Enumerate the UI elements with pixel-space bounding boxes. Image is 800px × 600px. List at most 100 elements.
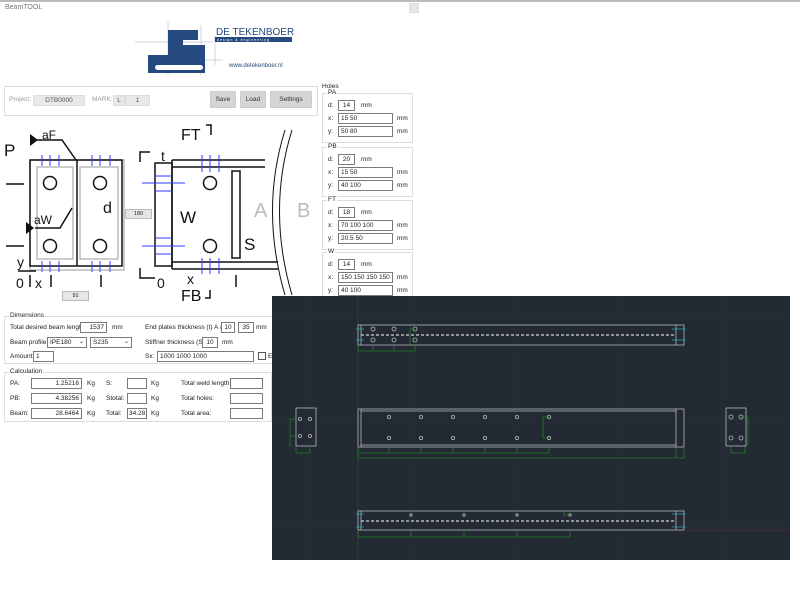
pb-weight-field[interactable]: 4.38256: [31, 393, 82, 404]
diagram-label-p: P: [4, 141, 15, 160]
diagram-label-aw: aW: [34, 213, 53, 227]
x-unit: mm: [397, 222, 408, 229]
s-weight-field[interactable]: [127, 378, 147, 389]
diagram-label-zero: 0: [16, 275, 24, 291]
ev-checkbox[interactable]: [258, 352, 266, 360]
diameter-label: d:: [328, 102, 334, 109]
hole-x-field[interactable]: 15 50: [338, 113, 393, 124]
dimensions-title: Dimensions: [9, 312, 45, 319]
endplates-label: End plates thickness (t) A & B:: [145, 324, 233, 331]
hole-group-pb: PB: [322, 143, 413, 197]
diagram-label-a: A: [254, 200, 268, 222]
diagram-label-y: y: [17, 254, 24, 270]
hole-diameter-field[interactable]: 20: [338, 154, 355, 165]
close-button[interactable]: [409, 3, 419, 13]
hole-y-field[interactable]: 50 80: [338, 126, 393, 137]
top-edge: [0, 0, 800, 2]
total-area-field[interactable]: [230, 408, 263, 419]
calculation-group: Calculation: [4, 368, 272, 422]
height-button[interactable]: 180: [125, 209, 152, 219]
length-label: Total desired beam length:: [10, 324, 87, 331]
diagram-label-zero-2: 0: [157, 275, 165, 291]
hole-diameter-field[interactable]: 14: [338, 259, 355, 270]
total-area-label: Total area:: [181, 410, 212, 417]
diameter-unit: mm: [361, 261, 372, 268]
amount-label: Amount:: [10, 353, 35, 360]
pb-unit: Kg: [87, 395, 95, 402]
sx-field[interactable]: 1000 1000 1000: [157, 351, 254, 362]
total-holes-field[interactable]: [230, 393, 263, 404]
stiffener-field[interactable]: 10: [202, 337, 218, 348]
y-unit: mm: [397, 182, 408, 189]
stotal-label: Stotal:: [106, 395, 125, 402]
x-label: x:: [328, 222, 334, 229]
diagram-label-fb: FB: [181, 288, 201, 305]
weld-length-field[interactable]: [230, 378, 263, 389]
beam-unit: Kg: [87, 410, 95, 417]
total-unit: Kg: [151, 410, 159, 417]
hole-group-title: FT: [327, 196, 337, 203]
endplates-unit: mm: [256, 324, 267, 331]
grade-select[interactable]: S235⌄: [90, 337, 132, 348]
logo-tagline: design & engineering: [217, 38, 270, 42]
mark-number-field[interactable]: 1: [125, 95, 150, 106]
website-link[interactable]: www.detekenboer.nl: [229, 63, 283, 69]
hole-diameter-field[interactable]: 18: [338, 207, 355, 218]
pa-unit: Kg: [87, 380, 95, 387]
endplate-b-field[interactable]: 35: [238, 322, 254, 333]
amount-field[interactable]: 1: [33, 351, 54, 362]
logo-brand: DE TEKENBOER: [216, 27, 294, 38]
width-button[interactable]: 91: [62, 291, 89, 301]
diameter-label: d:: [328, 209, 334, 216]
diagram-label-ft: FT: [181, 127, 201, 144]
diagram-label-d: d: [103, 200, 112, 217]
endplate-a-field[interactable]: 10: [221, 322, 235, 333]
diagram-label-w: W: [180, 208, 196, 227]
diagram-label-s: S: [244, 235, 255, 254]
save-button[interactable]: Save: [210, 91, 236, 108]
x-label: x:: [328, 169, 334, 176]
hole-y-field[interactable]: 40 100: [338, 285, 393, 296]
hole-x-field[interactable]: 70 100 100: [338, 220, 393, 231]
hole-x-field[interactable]: 150 150 150 150 150: [338, 272, 393, 283]
x-label: x:: [328, 115, 334, 122]
holes-title: Holes: [322, 83, 339, 90]
mark-prefix-field[interactable]: L: [113, 95, 125, 106]
hole-group-ft: FT: [322, 196, 413, 250]
length-field[interactable]: 1537: [80, 322, 107, 333]
load-button[interactable]: Load: [240, 91, 266, 108]
company-logo: DE TEKENBOER design & engineering: [133, 20, 298, 80]
x-label: x:: [328, 274, 334, 281]
beam-weight-field[interactable]: 28.6464: [31, 408, 82, 419]
pa-weight-field[interactable]: 1.25216: [31, 378, 82, 389]
hole-diameter-field[interactable]: 14: [338, 100, 355, 111]
diagram-label-t: t: [161, 148, 165, 164]
hole-x-field[interactable]: 15 50: [338, 167, 393, 178]
hole-group-pa: PA: [322, 89, 413, 143]
stotal-unit: Kg: [151, 395, 159, 402]
cad-drawing-viewport[interactable]: [272, 296, 790, 560]
total-weight-field[interactable]: 34.281: [127, 408, 147, 419]
length-unit: mm: [112, 324, 123, 331]
diameter-label: d:: [328, 156, 334, 163]
calculation-title: Calculation: [9, 368, 44, 375]
pa-label: PA:: [10, 380, 20, 387]
diameter-unit: mm: [361, 102, 372, 109]
diameter-label: d:: [328, 261, 334, 268]
hole-group-title: W: [327, 248, 336, 255]
profile-select[interactable]: IPE180⌄: [47, 337, 87, 348]
beam-label: Beam:: [10, 410, 29, 417]
x-unit: mm: [397, 274, 408, 281]
settings-button[interactable]: Settings: [270, 91, 312, 108]
y-unit: mm: [397, 287, 408, 294]
hole-group-title: PA: [327, 89, 338, 96]
project-field[interactable]: DTB0000: [33, 95, 85, 106]
diagram-label-x: x: [35, 275, 42, 291]
y-label: y:: [328, 128, 334, 135]
x-unit: mm: [397, 169, 408, 176]
profile-label: Beam profile:: [10, 339, 49, 346]
hole-y-field[interactable]: 40 100: [338, 180, 393, 191]
hole-y-field[interactable]: 20.5 50: [338, 233, 393, 244]
stiffener-unit: mm: [222, 339, 233, 346]
stotal-weight-field[interactable]: [127, 393, 147, 404]
